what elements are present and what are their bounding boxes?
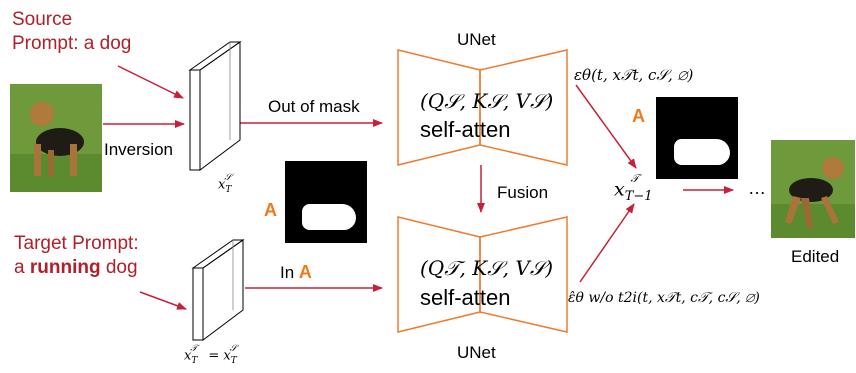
latent-target-label: xT𝒯 = xT𝒮: [184, 344, 237, 366]
unet-bottom-shape: [397, 216, 568, 333]
mask-image-right: [656, 97, 738, 179]
mask-blob: [302, 204, 356, 230]
target-prompt-line1: Target Prompt:: [14, 233, 139, 254]
top-block-formula: (Q𝒮, K𝒮, V𝒮): [420, 89, 554, 113]
latent-slab-top: [188, 41, 242, 171]
target-prompt-arrow: [139, 291, 187, 310]
out-of-mask-label: Out of mask: [268, 97, 360, 116]
unet-top-shape: [397, 49, 568, 166]
mask-letter-right: A: [632, 106, 645, 126]
source-prompt-arrow: [117, 65, 184, 99]
mask-blob-right: [674, 139, 730, 165]
bottom-output-arrow: [579, 203, 635, 283]
edited-label: Edited: [791, 247, 840, 266]
eps-bottom-formula: ε̂θ w/o t2i(t, x𝒯t, c𝒯, c𝒮, ∅): [568, 290, 760, 306]
latent-source-label: xT𝒮: [218, 173, 232, 195]
inversion-label: Inversion: [104, 140, 173, 159]
in-a-label: In A: [280, 262, 312, 283]
source-prompt-line1: Source: [12, 9, 73, 30]
source-dog-image: [10, 84, 102, 192]
mask-letter-left: A: [264, 200, 277, 220]
target-prompt-suffix: dog: [100, 257, 138, 278]
bottom-block-formula: (Q𝒯, K𝒮, V𝒮): [420, 256, 554, 280]
edited-dog-image: [771, 140, 855, 238]
unet-top-label: UNet: [457, 30, 496, 49]
fusion-label: Fusion: [497, 183, 549, 202]
latent-slab-bottom: [191, 239, 245, 341]
eps-top-formula: εθ(t, x𝒯t, c𝒮, ∅): [574, 66, 694, 84]
target-prompt-prefix: a: [14, 257, 30, 278]
top-block-text: self-atten: [420, 117, 511, 142]
target-prompt-line2: a running dog: [14, 256, 139, 280]
ellipsis: …: [748, 178, 766, 198]
source-prompt-line2: Prompt: a dog: [12, 33, 132, 54]
unet-bottom-label: UNet: [457, 343, 496, 362]
source-prompt: Source Prompt: a dog: [12, 8, 131, 56]
output-latent: xT−1𝒯: [614, 172, 653, 205]
target-prompt: Target Prompt: a running dog: [14, 232, 139, 280]
mask-image-left: [285, 161, 367, 243]
in-a-letter: A: [298, 262, 312, 282]
top-output-arrow: [575, 84, 637, 169]
bottom-block-text: self-atten: [420, 285, 511, 310]
target-prompt-bold: running: [29, 257, 101, 278]
in-a-prefix: In: [280, 263, 299, 282]
